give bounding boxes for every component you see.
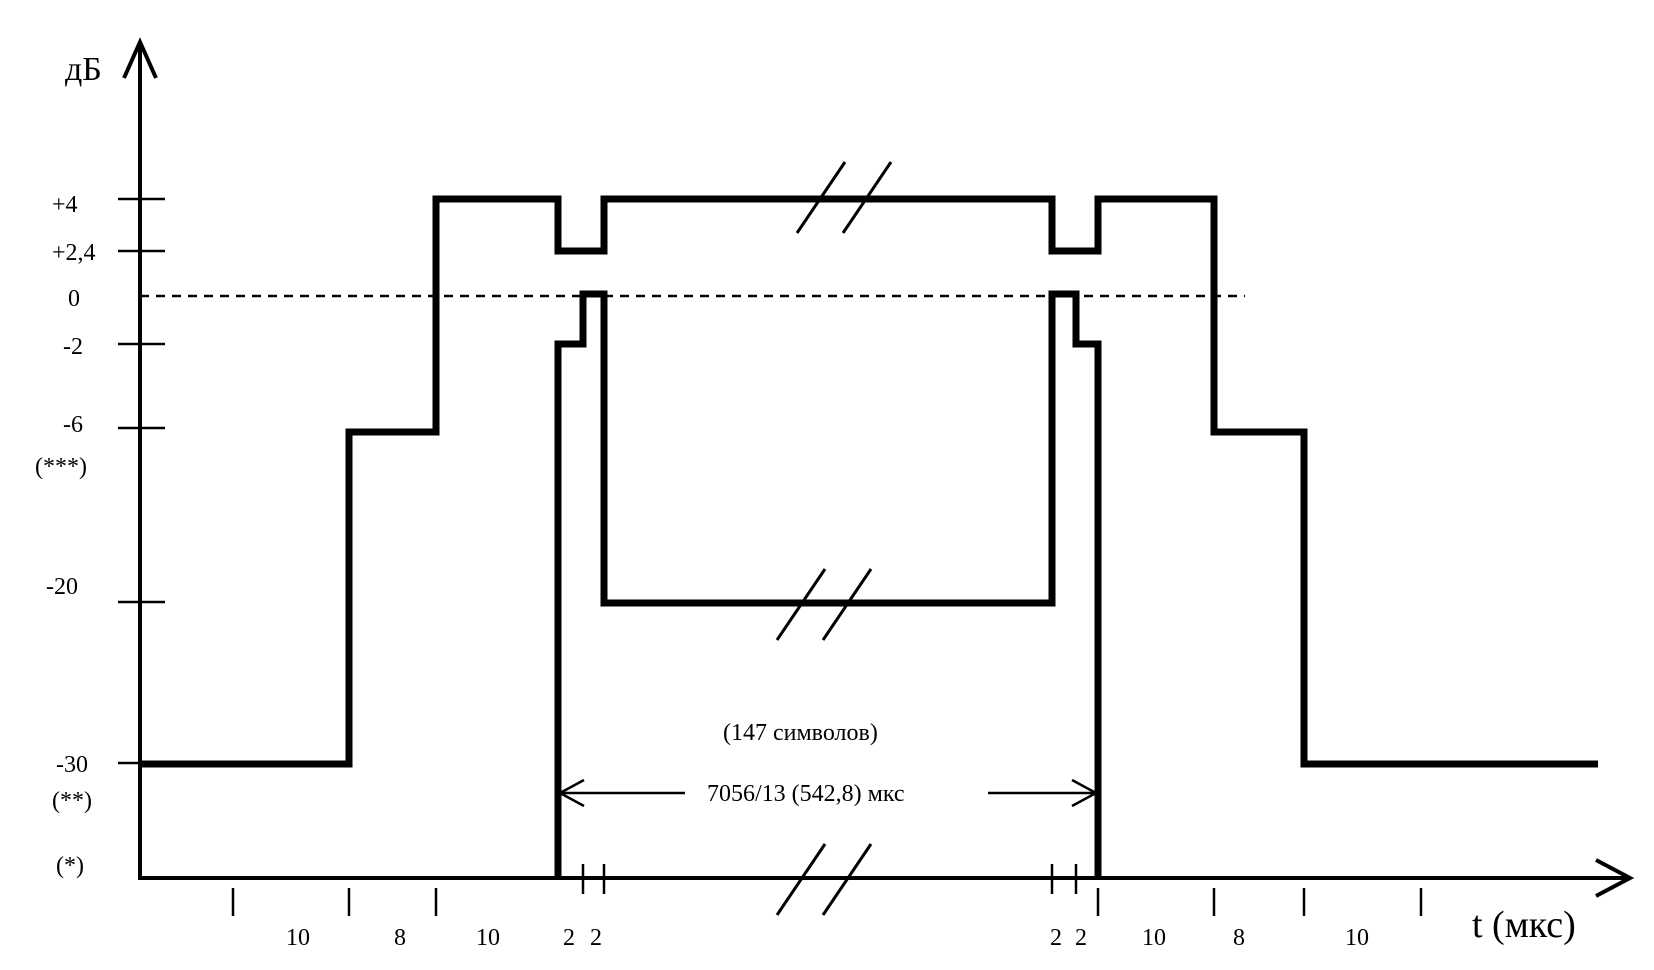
symbol-count-label: (147 символов): [723, 720, 878, 746]
y-unit-label: дБ: [65, 51, 102, 88]
y-label-plus4: +4: [52, 192, 78, 218]
duration-arrowhead-right: [1071, 778, 1099, 808]
y-label-minus2: -2: [63, 334, 83, 360]
break-marks-axis: [775, 843, 873, 916]
y-note-minus6: (***): [35, 454, 87, 480]
x-segment-label: 10: [476, 925, 500, 951]
y-label-minus6: -6: [63, 412, 83, 438]
x-segment-label: 2: [1075, 925, 1087, 951]
upper-mask-trace: [140, 195, 1598, 768]
x-segment-label: 8: [1233, 925, 1245, 951]
break-marks-middle: [775, 568, 873, 641]
x-segment-label: 2: [590, 925, 602, 951]
duration-label: 7056/13 (542,8) мкс: [707, 781, 905, 807]
x-segment-label: 2: [1050, 925, 1062, 951]
break-marks-top: [795, 161, 893, 234]
y-floor-note: (*): [56, 853, 84, 879]
y-label-0: 0: [68, 286, 80, 312]
x-segment-label: 8: [394, 925, 406, 951]
duration-arrowhead-left: [557, 778, 585, 808]
x-ticks: [231, 864, 1423, 916]
y-label-minus20: -20: [46, 574, 78, 600]
x-segment-label: 10: [1345, 925, 1369, 951]
lower-mask-trace: [554, 290, 1102, 880]
y-label-plus2-4: +2,4: [52, 240, 96, 266]
y-axis-arrowhead: [122, 37, 158, 79]
x-segment-label: 2: [563, 925, 575, 951]
x-axis-unit-label: t (мкс): [1472, 904, 1576, 946]
x-axis-arrowhead: [1595, 858, 1635, 898]
x-segment-label: 10: [1142, 925, 1166, 951]
y-note-minus30: (**): [52, 788, 92, 814]
y-label-minus30: -30: [56, 752, 88, 778]
x-segment-label: 10: [286, 925, 310, 951]
